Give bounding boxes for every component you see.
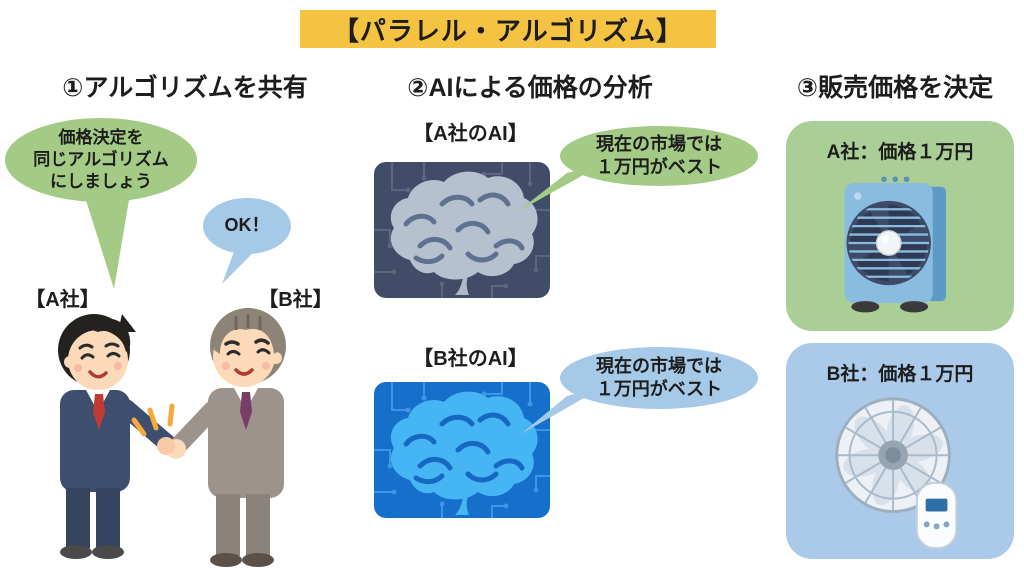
ai-a-label: 【A社のAI】 <box>413 123 528 145</box>
ai-a-speech-bubble: 現在の市場では １万円がベスト <box>560 126 758 186</box>
proposal-line-3: にしましょう <box>50 172 152 192</box>
section-analysis-heading: ②AIによる価格の分析 <box>407 74 653 102</box>
man-b-tie <box>240 392 252 430</box>
ai-b-label: 【B社のAI】 <box>413 348 528 370</box>
company-b-price-text: B社：価格１万円 <box>826 364 974 385</box>
ai-a-bubble-line-2: １万円がベスト <box>595 157 723 177</box>
man-a-face <box>68 330 128 390</box>
wall-fan-illustration <box>835 397 958 550</box>
sparkle-icon <box>131 417 147 437</box>
ai-b-bubble-line-2: １万円がベスト <box>595 379 723 399</box>
section-decision-heading: ③販売価格を決定 <box>796 74 994 102</box>
reply-text: OK！ <box>224 215 270 236</box>
man-b-suit <box>208 388 284 498</box>
proposal-line-2: 同じアルゴリズム <box>33 149 169 169</box>
company-a-label: 【A社】 <box>25 289 100 311</box>
proposal-speech-bubble: 価格決定を 同じアルゴリズム にしましょう <box>5 118 197 202</box>
ai-a-bubble-line-1: 現在の市場では <box>596 133 722 154</box>
reply-speech-bubble: OK！ <box>203 198 291 254</box>
company-b-price-card: B社：価格１万円 <box>786 343 1014 559</box>
proposal-line-1: 価格決定を <box>58 127 144 147</box>
brain-a-illustration <box>374 162 550 298</box>
reply-bubble-tail <box>222 246 252 284</box>
page-title: 【パラレル・アルゴリズム】 <box>300 10 716 48</box>
handshake-hands <box>157 437 175 455</box>
man-a-suit <box>60 390 130 492</box>
man-a-tie <box>93 394 105 430</box>
ai-b-speech-bubble: 現在の市場では １万円がベスト <box>560 347 758 409</box>
fan-controller <box>915 481 958 550</box>
man-b-arm <box>169 401 221 455</box>
man-a-arm <box>117 399 177 453</box>
box-fan-illustration <box>844 176 946 313</box>
company-a-price-card: A社：価格１万円 <box>786 121 1014 331</box>
ai-b-bubble-line-1: 現在の市場では <box>596 355 722 376</box>
proposal-bubble-tail <box>84 194 130 289</box>
brain-b-illustration <box>374 382 550 518</box>
company-a-price-text: A社：価格１万円 <box>826 142 974 163</box>
handshake-illustration <box>58 308 286 567</box>
section-share-heading: ①アルゴリズムを共有 <box>62 74 308 102</box>
company-b-label: 【B社】 <box>258 289 333 311</box>
